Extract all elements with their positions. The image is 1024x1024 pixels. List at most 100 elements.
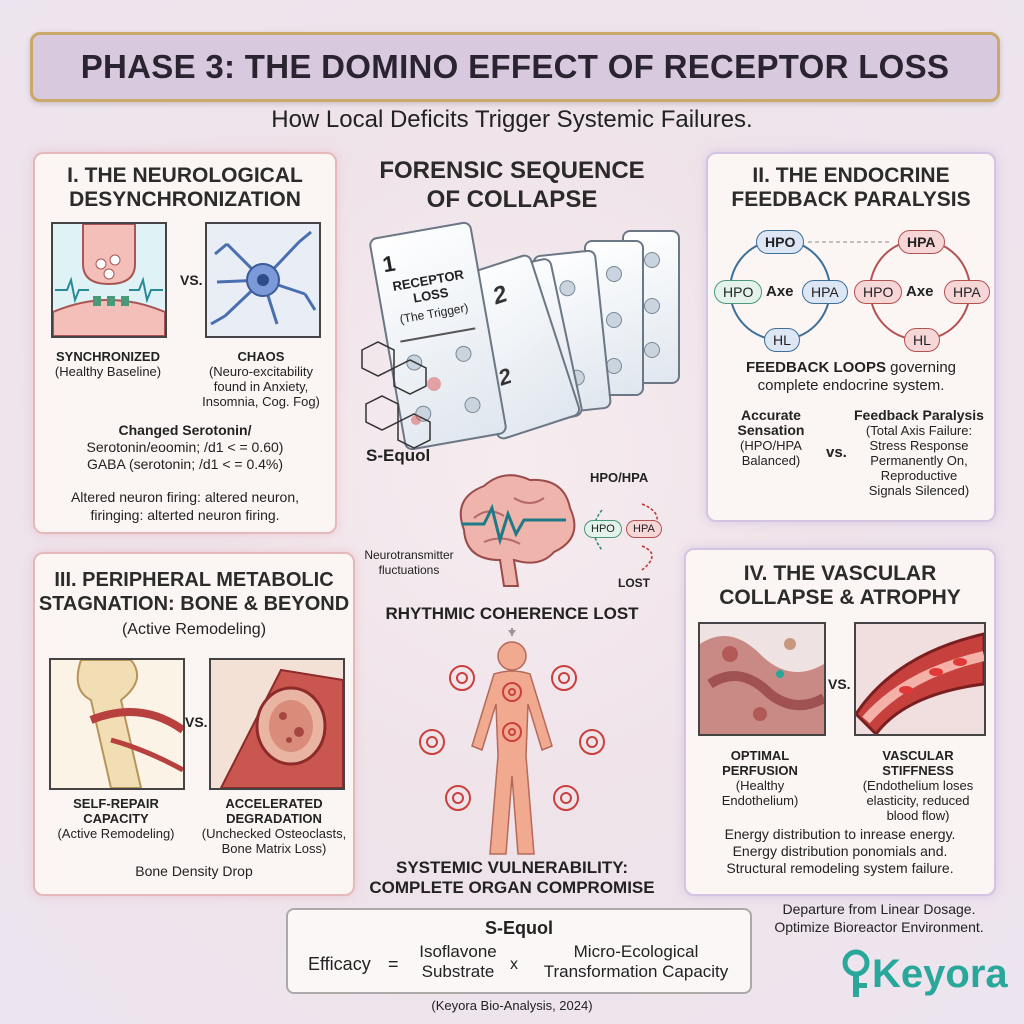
efficacy-formula-box: S-Equol Efficacy = Isoflavone Substrate … <box>286 908 752 994</box>
degradation-caption: ACCELERATED DEGRADATION (Unchecked Osteo… <box>195 796 353 856</box>
feedback-paralysis-sub: Reproductive <box>880 468 958 483</box>
loop2-right-node: HPA <box>944 280 990 304</box>
feedback-loops-line: complete endocrine system. <box>757 377 945 394</box>
axis-hpa-node: HPA <box>626 520 662 538</box>
panel-neurological: I. THE NEUROLOGICAL DESYNCHRONIZATION VS… <box>33 152 337 534</box>
feedback-paralysis-sub: Permanently On, <box>870 453 968 468</box>
panel-title-line: II. THE ENDOCRINE <box>752 164 950 187</box>
chaos-sub: found in Anxiety, <box>213 379 309 394</box>
stiffness-sub: elasticity, reduced <box>866 793 970 808</box>
gaba-line: GABA (serotonin; /d1 < = 0.4%) <box>86 456 284 472</box>
panel-vascular-title: IV. THE VASCULAR COLLAPSE & ATROPHY <box>686 562 994 610</box>
serotonin-line: Serotonin/eoomin; /d1 < = 0.60) <box>86 439 284 455</box>
forensic-title-line: OF COLLAPSE <box>426 186 598 213</box>
loop1-bottom-node: HL <box>764 328 800 352</box>
feedback-paralysis-sub: (Total Axis Failure: <box>865 423 973 438</box>
key-icon <box>842 949 870 997</box>
perfusion-caption: OPTIMAL PERFUSION (Healthy Endothelium) <box>694 748 826 808</box>
formula-times: x <box>510 956 518 973</box>
bone-image <box>49 658 185 790</box>
chaos-label: CHAOS <box>237 349 285 364</box>
stiff-vessel-image <box>854 622 986 736</box>
loop2-left-node: HPO <box>854 280 903 304</box>
loop1-left-node: HPO <box>714 280 763 304</box>
stiffness-caption: VASCULAR STIFFNESS (Endothelium loses el… <box>846 748 990 823</box>
accurate-sensation-title: Sensation <box>737 422 805 438</box>
feedback-loops-rest: governing <box>885 359 957 376</box>
panel-title-line: STAGNATION: BONE & BEYOND <box>38 593 350 615</box>
systemic-vulnerability: SYSTEMIC VULNERABILITY: COMPLETE ORGAN C… <box>352 858 672 898</box>
panel-vascular: IV. THE VASCULAR COLLAPSE & ATROPHY VS. … <box>684 548 996 896</box>
stiffness-label: VASCULAR <box>882 748 954 763</box>
formula-term2-line: Transformation Capacity <box>543 962 729 981</box>
vascular-note-line: Structural remodeling system failure. <box>726 860 954 876</box>
self-repair-caption: SELF-REPAIR CAPACITY (Active Remodeling) <box>41 796 191 841</box>
formula-title: S-Equol <box>485 918 553 938</box>
axis-lost-label: LOST <box>618 576 650 590</box>
loop1-top-node: HPO <box>756 230 805 254</box>
neuron-firing-line: firinging: alterted neuron firing. <box>90 507 280 523</box>
page-subtitle: How Local Deficits Trigger Systemic Fail… <box>271 106 753 133</box>
panel-metabolic: III. PERIPHERAL METABOLIC STAGNATION: BO… <box>33 552 355 896</box>
brain-icon <box>459 474 576 587</box>
self-repair-label: CAPACITY <box>83 811 149 826</box>
chaos-sub: Insomnia, Cog. Fog) <box>202 394 320 409</box>
panel-title-line: FEEDBACK PARALYSIS <box>731 188 971 211</box>
stiffness-label: STIFFNESS <box>882 763 954 778</box>
axis-hpo-node: HPO <box>584 520 622 538</box>
loop2-center-label: Axe <box>906 283 934 300</box>
side-note-line: Departure from Linear Dosage. <box>782 901 976 917</box>
neuron-firing-note: Altered neuron firing: altered neuron, f… <box>35 488 335 524</box>
chaos-caption: CHAOS (Neuro-excitability found in Anxie… <box>193 349 329 409</box>
synchronized-caption: SYNCHRONIZED (Healthy Baseline) <box>43 349 173 379</box>
synchronized-label: SYNCHRONIZED <box>55 349 160 364</box>
formula-term2-line: Micro-Ecological <box>573 942 699 961</box>
synapse-image <box>51 222 167 338</box>
domino-2-number: 2 <box>489 280 511 311</box>
serotonin-block: Changed Serotonin/ Serotonin/eoomin; /d1… <box>35 422 335 473</box>
formula-lhs: Efficacy <box>308 954 371 974</box>
degradation-label: ACCELERATED <box>225 796 323 811</box>
vs-label: VS. <box>180 272 203 288</box>
panel-title-line: III. PERIPHERAL METABOLIC <box>54 569 334 591</box>
synchronized-sub: (Healthy Baseline) <box>54 364 162 379</box>
formula-term1-line: Substrate <box>421 962 495 981</box>
formula-term1: Isoflavone Substrate <box>408 942 508 982</box>
neurotransmitter-line: Neurotransmitter <box>364 548 454 562</box>
stiffness-sub: (Endothelium loses <box>862 778 974 793</box>
axis-top-label: HPO/HPA <box>590 470 649 485</box>
accurate-sensation-sub: (HPO/HPA <box>740 438 802 453</box>
page-title: PHASE 3: THE DOMINO EFFECT OF RECEPTOR L… <box>80 48 950 85</box>
systemic-line: SYSTEMIC VULNERABILITY: <box>395 858 629 877</box>
vs-label: VS. <box>185 714 208 730</box>
panel-title-line: IV. THE VASCULAR <box>743 562 937 585</box>
feedback-loops-bold: FEEDBACK LOOPS <box>745 359 886 376</box>
domino-1-number: 1 <box>380 250 398 278</box>
s-equol-molecule-icon <box>361 341 441 449</box>
loop1-center-label: Axe <box>766 283 794 300</box>
feedback-paralysis-caption: Feedback Paralysis (Total Axis Failure: … <box>848 407 990 499</box>
self-repair-sub: (Active Remodeling) <box>57 826 175 841</box>
panel-metabolic-subtitle: (Active Remodeling) <box>121 621 267 638</box>
forensic-title-line: FORENSIC SEQUENCE <box>379 157 645 184</box>
panel-title-line: I. THE NEUROLOGICAL <box>67 164 303 187</box>
formula-equals: = <box>388 954 399 974</box>
loop2-bottom-node: HL <box>904 328 940 352</box>
rhythmic-coherence-lost: RHYTHMIC COHERENCE LOST <box>385 604 639 623</box>
perfusion-sub: Endothelium) <box>721 793 799 808</box>
serotonin-title: Changed Serotonin/ <box>118 422 252 438</box>
bone-density-note: Bone Density Drop <box>135 863 253 879</box>
perfusion-sub: (Healthy <box>735 778 785 793</box>
feedback-paralysis-sub: Stress Response <box>869 438 969 453</box>
vascular-note: Energy distribution to inrease energy. E… <box>686 826 994 877</box>
self-repair-label: SELF-REPAIR <box>73 796 159 811</box>
feedback-paralysis-title: Feedback Paralysis <box>854 407 984 423</box>
citation: (Keyora Bio-Analysis, 2024) <box>431 998 593 1013</box>
panel-endocrine: II. THE ENDOCRINE FEEDBACK PARALYSIS HPO… <box>706 152 996 522</box>
vascular-note-line: Energy distribution to inrease energy. <box>724 826 956 842</box>
panel-title-line: DESYNCHRONIZATION <box>69 188 301 211</box>
degraded-bone-image <box>209 658 345 790</box>
panel-title-line: COLLAPSE & ATROPHY <box>719 586 961 609</box>
loop1-right-node: HPA <box>802 280 848 304</box>
brand-logo: Keyora <box>838 946 1008 1002</box>
